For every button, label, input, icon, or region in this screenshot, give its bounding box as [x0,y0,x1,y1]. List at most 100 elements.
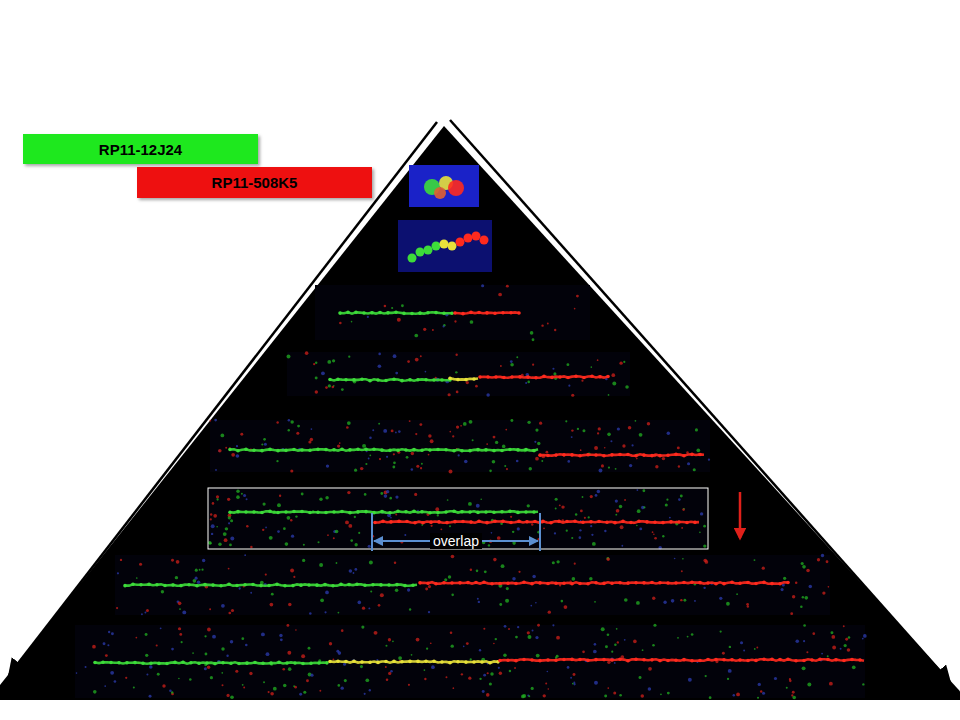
signal-blob [456,238,465,247]
fiber-bead [284,510,288,514]
speckle [480,498,482,500]
speckle [279,495,281,497]
speckle [380,593,384,597]
speckle [450,632,453,635]
fiber-bead [554,453,558,457]
speckle [311,428,313,430]
speckle [288,667,292,671]
speckle [386,456,388,458]
speckle [449,469,453,473]
fiber-bead [444,448,448,452]
speckle [456,391,459,394]
speckle [484,570,487,573]
fiber-bead [460,510,464,514]
speckle [451,555,455,559]
speckle [621,545,623,547]
highlight-frame [208,488,708,549]
speckle [708,459,710,461]
fiber-bead [332,448,336,452]
fiber-bead [514,582,518,586]
signal-blob [448,242,457,251]
speckle [384,305,387,308]
speckle [178,627,181,630]
speckle [532,575,535,578]
speckle [680,495,683,498]
fiber-bead [658,581,662,585]
fiber-bead [259,584,263,588]
speckle [114,680,117,683]
speckle [579,529,581,531]
speckle [681,570,683,572]
speckle [530,331,534,335]
speckle [608,466,610,468]
fiber-bead [610,453,614,457]
fiber-bead [109,661,113,665]
speckle [616,628,618,630]
speckle [543,527,545,529]
fiber-bead [195,584,199,588]
speckle [642,649,644,651]
fiber-bead [363,584,367,588]
speckle [493,436,496,439]
fiber-bead [275,583,279,587]
speckle [677,637,679,639]
fiber-bead [397,520,401,524]
speckle [288,603,291,606]
speckle [486,393,490,397]
fiber-bead [653,520,657,524]
speckle [863,634,867,638]
fiber-bead [618,581,622,585]
speckle [161,590,164,593]
fiber-bead [582,376,586,380]
fiber-bead [354,311,358,315]
fiber-bead [570,658,574,662]
speckle [325,496,328,499]
fiber-bead [450,581,454,585]
speckle [378,353,381,356]
speckle [216,495,219,498]
speckle [631,444,633,446]
speckle [624,499,626,501]
fiber-bead [149,661,153,665]
speckle [141,613,143,615]
speckle [499,672,502,675]
speckle [582,496,584,498]
speckle [357,601,361,605]
speckle [619,361,622,364]
fiber-bead [714,658,718,662]
speckle [107,644,109,646]
fiber-bead [117,661,121,665]
fiber-bead [500,449,504,453]
speckle [822,591,825,594]
speckle [543,694,546,697]
speckle [395,372,398,375]
speckle [487,672,489,674]
speckle [564,605,568,609]
fiber-bead [485,521,489,525]
speckle [589,577,592,580]
fiber-bead [674,453,678,457]
fiber-bead [308,511,312,515]
fiber-bead [810,658,814,662]
fiber-bead [610,658,614,662]
panel-ground [409,165,479,207]
speckle [297,425,300,428]
speckle [792,691,795,694]
speckle [341,629,344,632]
fiber-bead [778,582,782,586]
fiber-bead [267,584,271,588]
speckle [430,439,434,443]
fiber-bead [517,311,521,315]
speckle [216,526,218,528]
speckle [812,632,815,635]
speckle [588,516,590,518]
speckle [319,563,323,567]
speckle [452,435,454,437]
speckle [783,577,786,580]
speckle [532,364,534,366]
speckle [743,650,745,652]
fiber-bead [634,454,638,458]
speckle [395,495,398,498]
speckle [555,498,558,501]
fiber-bead [389,520,393,524]
